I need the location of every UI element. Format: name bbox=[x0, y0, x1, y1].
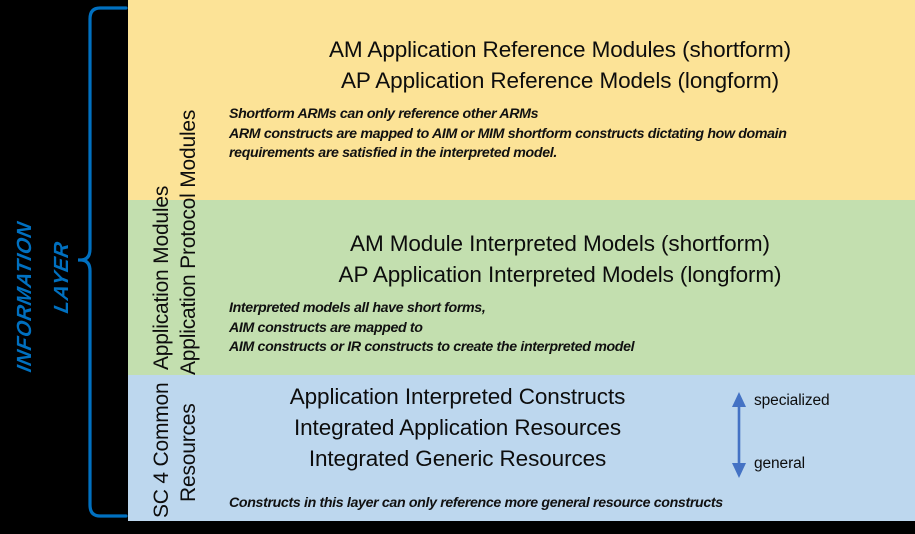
heading-line: AP Application Reference Models (longfor… bbox=[340, 68, 780, 93]
heading-line: Application Interpreted Constructs bbox=[289, 384, 626, 409]
note-line: AIM constructs or IR constructs to creat… bbox=[229, 339, 635, 355]
band-note-ir: Constructs in this layer can only refere… bbox=[229, 494, 907, 514]
note-line: Interpreted models all have short forms, bbox=[229, 300, 486, 316]
layer-band-interpreted-models bbox=[128, 200, 915, 375]
scale-label-general: general bbox=[754, 455, 806, 472]
generality-scale: specialized general bbox=[728, 391, 858, 479]
band-note-arm: Shortform ARMs can only reference other … bbox=[229, 105, 907, 164]
vertical-label-application-modules: Application Modules bbox=[150, 185, 173, 370]
note-line: ARM constructs are mapped to AIM or MIM … bbox=[229, 125, 787, 142]
layer-band-integrated-resources bbox=[128, 375, 915, 521]
note-line: AIM constructs are mapped to bbox=[229, 319, 423, 336]
information-layer-brace-icon bbox=[78, 6, 128, 518]
double-headed-arrow-icon bbox=[732, 392, 746, 478]
note-line: Shortform ARMs can only reference other … bbox=[229, 106, 539, 122]
layer-band-application-reference bbox=[128, 0, 915, 200]
band-headings-arm: AM Application Reference Modules (shortf… bbox=[215, 34, 905, 96]
vertical-label-sc4-common: SC 4 Common bbox=[150, 382, 173, 518]
vertical-label-application-protocol-modules: Application Protocol Modules bbox=[177, 109, 200, 375]
band-headings-ir: Application Interpreted Constructs Integ… bbox=[190, 381, 725, 474]
information-layer-title-line1: INFORMATION bbox=[13, 219, 36, 374]
note-line: requirements are satisfied in the interp… bbox=[229, 145, 557, 161]
heading-line: AP Application Interpreted Models (longf… bbox=[338, 262, 782, 287]
heading-line: Integrated Generic Resources bbox=[308, 446, 607, 471]
band-note-aim: Interpreted models all have short forms,… bbox=[229, 299, 907, 358]
information-layer-title-line2: LAYER bbox=[50, 239, 73, 316]
heading-line: AM Application Reference Modules (shortf… bbox=[328, 37, 792, 62]
heading-line: AM Module Interpreted Models (shortform) bbox=[350, 231, 770, 256]
information-layer-title: INFORMATION LAYER bbox=[6, 218, 80, 382]
heading-line: Integrated Application Resources bbox=[293, 415, 621, 440]
scale-label-specialized: specialized bbox=[754, 392, 830, 409]
note-line: Constructs in this layer can only refere… bbox=[229, 495, 723, 511]
band-headings-aim: AM Module Interpreted Models (shortform)… bbox=[215, 228, 905, 290]
